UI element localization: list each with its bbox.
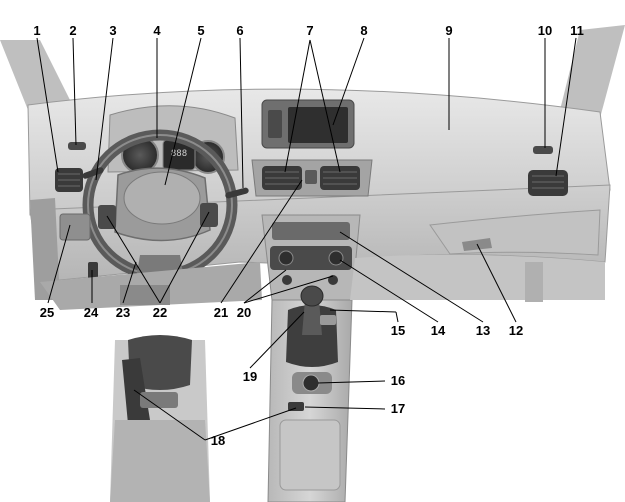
right-lower-trim: [350, 254, 605, 300]
leader-20a: [243, 269, 287, 304]
audio-unit: [272, 222, 350, 240]
callout-25: 25: [39, 305, 55, 320]
leader-6: [239, 37, 244, 189]
console-storage: [279, 419, 341, 491]
inset-handbrake-photo: [110, 335, 210, 502]
leader-22a: [106, 215, 161, 304]
right-side-demister: [533, 146, 553, 154]
callout-4: 4: [153, 23, 161, 38]
wiper-stalk: [225, 187, 249, 199]
callout-18: 18: [210, 433, 226, 448]
leader-20b: [243, 275, 334, 304]
heated-seat-switch-right: [328, 275, 338, 285]
callout-19: 19: [242, 369, 258, 384]
callout-9: 9: [445, 23, 453, 38]
callout-11: 11: [570, 23, 584, 38]
callout-21: 21: [213, 305, 229, 320]
leader-15b: [329, 309, 397, 313]
leader-22b: [159, 211, 210, 304]
callout-15: 15: [390, 323, 406, 338]
horn-pad: [123, 171, 201, 225]
right-lower-support: [525, 262, 543, 302]
left-door-panel: [30, 198, 60, 300]
lighting-stalk: [82, 167, 104, 179]
callout-1: 1: [33, 23, 41, 38]
climate-knob-right: [328, 250, 344, 266]
left-side-demister: [68, 142, 86, 150]
callout-2: 2: [69, 23, 77, 38]
leader-17: [304, 406, 386, 410]
cluster-digits: 888: [171, 149, 187, 159]
callout-8: 8: [360, 23, 368, 38]
callout-24: 24: [83, 305, 99, 320]
left-a-pillar: [0, 40, 70, 110]
leader-18b: [204, 407, 297, 441]
right-a-pillar: [560, 25, 625, 118]
leader-13: [339, 231, 484, 323]
callout-5: 5: [197, 23, 205, 38]
leader-5: [164, 37, 202, 186]
heated-seat-switch-left: [282, 275, 292, 285]
hazard-switch: [305, 170, 317, 184]
leader-7b: [309, 39, 341, 173]
leader-15a: [395, 311, 399, 323]
callout-16: 16: [390, 373, 406, 388]
callout-23: 23: [115, 305, 131, 320]
callout-10: 10: [537, 23, 553, 38]
leader-23: [122, 261, 137, 304]
leader-14: [339, 259, 439, 323]
climate-knob-left: [278, 250, 294, 266]
leader-25: [47, 224, 71, 304]
leader-7a: [284, 39, 311, 173]
leader-18a: [133, 389, 206, 441]
multimedia-controller: [302, 374, 320, 392]
bonnet-release: [88, 262, 98, 280]
callout-12: 12: [508, 323, 524, 338]
right-air-vent: [528, 170, 568, 196]
leader-lines: [36, 37, 577, 441]
leader-16: [317, 380, 386, 384]
callout-17: 17: [390, 401, 406, 416]
multimedia-screen: [288, 107, 348, 143]
parking-brake-button: [288, 402, 304, 411]
callout-22: 22: [152, 305, 168, 320]
leader-11: [555, 37, 577, 177]
callout-3: 3: [109, 23, 117, 38]
console-switch: [320, 315, 336, 325]
leader-2: [72, 37, 77, 146]
leader-8: [332, 37, 365, 126]
pedal-area: [120, 285, 170, 305]
gear-knob: [300, 285, 324, 307]
leader-1: [36, 37, 59, 173]
callout-14: 14: [430, 323, 446, 338]
leader-12: [476, 243, 517, 323]
callout-7: 7: [306, 23, 314, 38]
leader-3: [95, 37, 114, 181]
leader-19: [249, 311, 305, 369]
screen-buttons: [268, 110, 282, 138]
gear-lever: [302, 300, 322, 335]
lower-left-switch-panel: [59, 213, 91, 241]
leader-21: [220, 179, 303, 304]
callout-13: 13: [475, 323, 491, 338]
callout-6: 6: [236, 23, 244, 38]
callout-20: 20: [236, 305, 252, 320]
